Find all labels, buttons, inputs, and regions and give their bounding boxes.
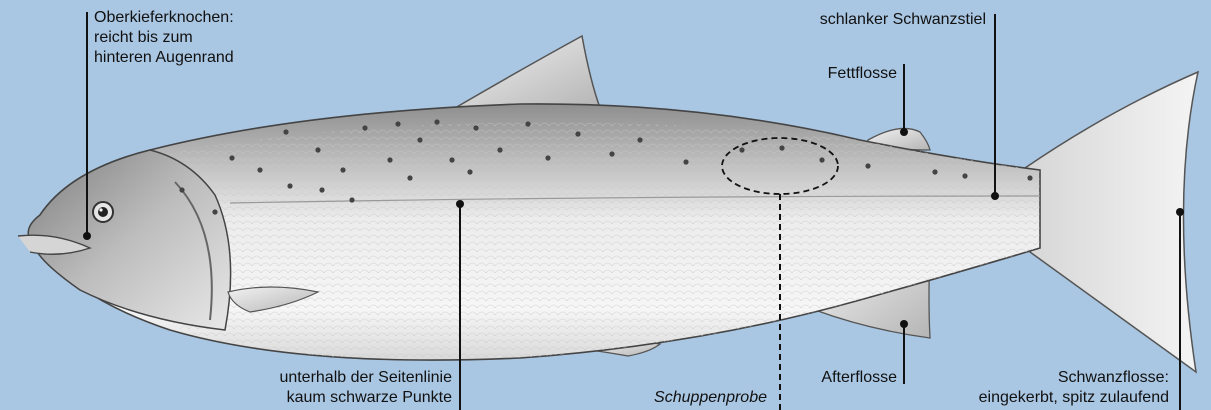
caudal-fin-shape [1025,72,1198,372]
label-caudal-peduncle: schlanker Schwanzstiel [820,10,986,30]
label-scale-sample: Schuppenprobe [654,388,767,408]
label-caudal-fin: Schwanzflosse: eingekerbt, spitz zulaufe… [979,368,1169,408]
label-lateral-line: unterhalb der Seitenlinie kaum schwarze … [279,368,452,408]
dorsal-fin [455,36,600,108]
label-adipose-fin: Fettflosse [828,64,897,84]
label-anal-fin: Afterflosse [821,368,897,388]
label-maxilla: Oberkieferknochen: reicht bis zum hinter… [94,8,234,68]
